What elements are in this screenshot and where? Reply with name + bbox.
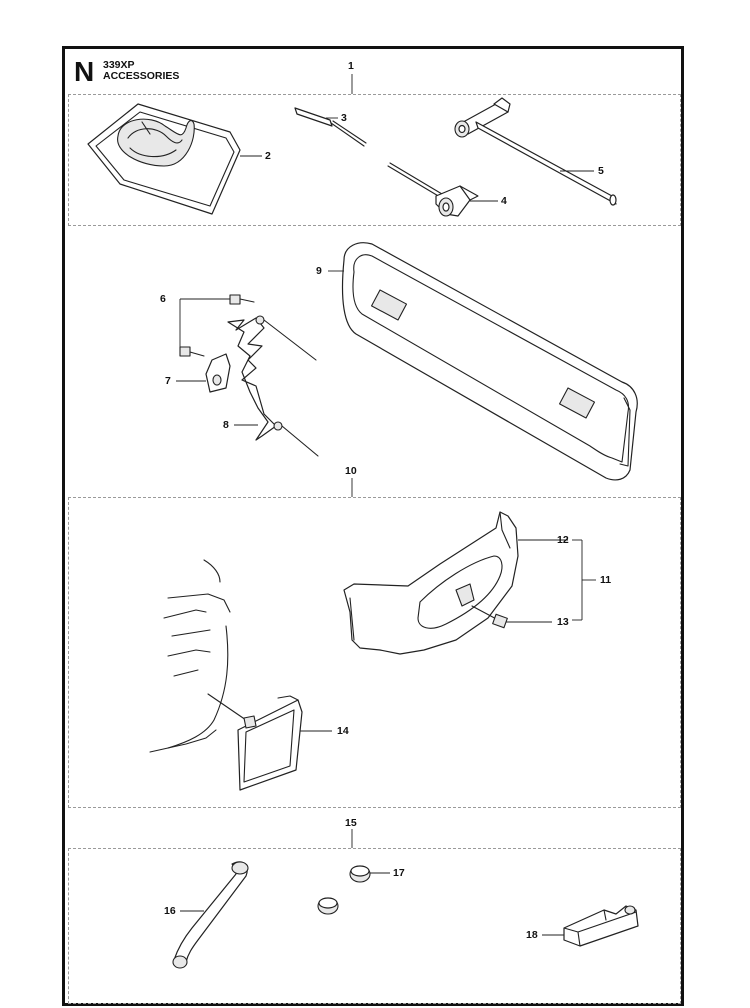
callout-18: 18 (526, 929, 538, 941)
screw-icon (179, 294, 255, 357)
callout-10: 10 (345, 465, 357, 477)
cover-screw-icon (471, 605, 508, 629)
callout-14: 14 (337, 725, 349, 737)
group-box-10 (68, 497, 681, 808)
callout-9: 9 (316, 265, 322, 277)
callout-5: 5 (598, 165, 604, 177)
group-box-15 (68, 848, 681, 1004)
callout-3: 3 (341, 112, 347, 124)
callout-4: 4 (501, 195, 507, 207)
callout-11: 11 (600, 574, 612, 586)
tool-bag-icon (87, 103, 241, 215)
model-label: 339XP (103, 59, 135, 71)
callout-13: 13 (557, 616, 569, 628)
callout-7: 7 (165, 375, 171, 387)
section-letter: N (74, 56, 95, 87)
callout-17: 17 (393, 867, 405, 879)
combination-wrench-icon (387, 162, 479, 217)
bar-guard-icon (341, 242, 638, 481)
callout-1: 1 (348, 60, 354, 72)
callout-12: 12 (557, 534, 569, 546)
fuel-hose-icon (172, 861, 249, 969)
winter-flap-icon (237, 695, 303, 791)
t-wrench-icon (454, 97, 617, 206)
callout-2: 2 (265, 150, 271, 162)
support-block-icon (563, 905, 639, 947)
winter-kit-cover-icon (343, 511, 519, 655)
callout-15: 15 (345, 817, 357, 829)
saw-body-outline (149, 559, 247, 753)
callout-6: 6 (160, 293, 166, 305)
spiked-bumper-icon (227, 315, 319, 457)
callout-8: 8 (223, 419, 229, 431)
group-box-1 (68, 94, 681, 226)
spiked-bumper-bracket-icon (205, 353, 231, 393)
plug-icon (317, 865, 371, 915)
drawing-frame (62, 46, 684, 1006)
section-title: ACCESSORIES (103, 70, 180, 82)
screwdriver-icon (294, 107, 367, 147)
callout-16: 16 (164, 905, 176, 917)
